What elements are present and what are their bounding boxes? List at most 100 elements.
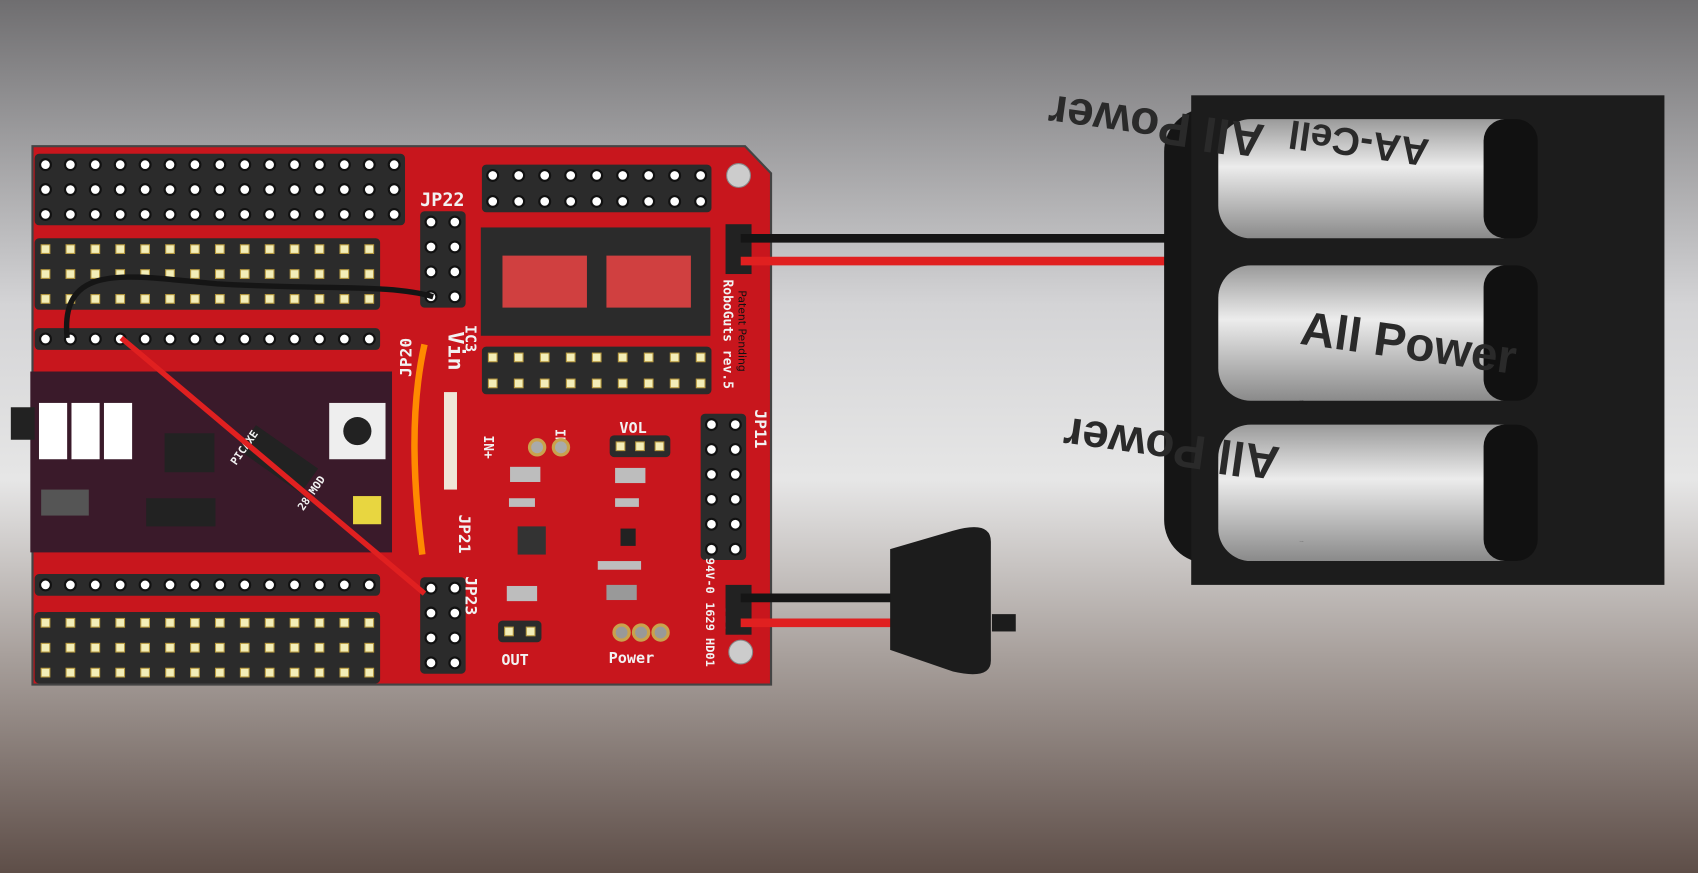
top-header-pin — [564, 194, 578, 208]
mid-header-pin — [539, 352, 550, 363]
left-header-c-pin — [38, 578, 52, 592]
top-left-header-pin — [387, 158, 401, 172]
jp23-pin — [448, 631, 462, 645]
jp11-pin — [728, 492, 742, 506]
left-header-a-pin — [40, 244, 51, 254]
mid-header-pin — [487, 352, 498, 363]
left-header-a-pin — [339, 294, 350, 304]
jp11-pin — [704, 467, 718, 481]
top-left-header-pin — [163, 207, 177, 221]
left-header-b-pin — [263, 332, 277, 346]
left-header-d-pin — [239, 642, 250, 653]
left-header-d-pin — [214, 617, 225, 628]
left-header-d-pin — [65, 617, 76, 628]
jp22-pin — [424, 265, 438, 279]
top-left-header-pin — [163, 158, 177, 172]
jp11-pin — [728, 418, 742, 432]
out-header-pin — [504, 626, 514, 637]
left-header-b-pin — [188, 332, 202, 346]
left-header-a-pin — [314, 294, 325, 304]
top-header-pin — [642, 194, 656, 208]
left-header-a-pin — [140, 244, 150, 254]
left-header-a-pin — [264, 244, 275, 254]
power-switch[interactable] — [890, 527, 1016, 675]
jumper-wire-red — [119, 335, 427, 596]
top-header-pin — [668, 194, 682, 208]
left-header-a-pin — [190, 294, 200, 304]
label-power: Power — [609, 649, 655, 667]
top-left-header-pin — [138, 207, 152, 221]
left-header-c-pin — [337, 578, 351, 592]
left-header-d-body — [34, 611, 381, 684]
top-left-header-pin — [337, 158, 351, 172]
left-header-d-pin — [364, 617, 375, 628]
battery-cell-3 — [1218, 424, 1533, 562]
jp22-pin — [448, 290, 462, 304]
top-left-header-pin — [188, 158, 202, 172]
left-header-c-pin — [88, 578, 102, 592]
top-left-header-pin — [288, 158, 302, 172]
jp22-body — [420, 211, 466, 308]
left-header-a-pin — [90, 269, 101, 279]
cell-3-type: AA-Cell — [1299, 540, 1304, 543]
out-header-body — [498, 620, 542, 643]
top-left-header-pin — [288, 207, 302, 221]
top-left-header-pin — [263, 183, 277, 197]
battery-connector — [725, 224, 752, 275]
left-header-a-pin — [339, 269, 350, 279]
left-header-a-pin — [339, 244, 350, 254]
top-left-header-pin — [312, 158, 326, 172]
battery-cell-cap — [1483, 265, 1538, 401]
top-left-header-pin — [263, 158, 277, 172]
left-header-a-pin — [314, 244, 325, 254]
top-left-header-pin — [88, 207, 102, 221]
jp23-pin — [424, 581, 438, 595]
top-left-header-pin — [387, 183, 401, 197]
mid-header-pin — [487, 378, 498, 389]
jp11-pin — [728, 517, 742, 531]
top-header-pin — [512, 194, 526, 208]
jp23-pin — [424, 631, 438, 645]
left-header-d-pin — [115, 617, 126, 628]
left-header-d-pin — [214, 642, 225, 653]
out-header-pin — [525, 626, 536, 637]
mid-header-pin — [565, 378, 576, 389]
left-header-d-pin — [190, 617, 200, 628]
top-left-header-pin — [337, 183, 351, 197]
jp22-pin — [448, 265, 462, 279]
left-header-b-pin — [362, 332, 376, 346]
label-rating: 94V-0 — [703, 558, 717, 594]
jp11-pin — [704, 517, 718, 531]
left-header-d-pin — [339, 667, 350, 678]
jp22-pin — [448, 215, 462, 229]
left-header-a-pin — [239, 269, 250, 279]
jp23-pin — [448, 606, 462, 620]
left-header-a-body — [34, 238, 381, 310]
left-header-d-pin — [90, 642, 101, 653]
left-header-a-pin — [364, 244, 375, 254]
left-header-d-pin — [115, 667, 126, 678]
left-header-b-pin — [163, 332, 177, 346]
left-header-d-pin — [190, 667, 200, 678]
left-header-d-pin — [264, 617, 275, 628]
top-left-header-pin — [238, 158, 252, 172]
mid-header-pin — [643, 378, 654, 389]
jp11-body — [700, 413, 747, 560]
left-header-c-pin — [288, 578, 302, 592]
left-header-d-pin — [289, 667, 300, 678]
mid-header-pin — [513, 352, 524, 363]
top-header-pin — [642, 168, 656, 182]
top-left-header-pin — [312, 207, 326, 221]
left-header-a-pin — [214, 244, 225, 254]
battery-holder — [1164, 95, 1665, 585]
label-vol: VOL — [619, 419, 646, 437]
left-header-a-pin — [289, 269, 300, 279]
left-header-d-pin — [90, 667, 101, 678]
top-header-pin — [694, 168, 708, 182]
left-header-a-pin — [289, 294, 300, 304]
mid-header-pin — [513, 378, 524, 389]
jp11-pin — [728, 467, 742, 481]
left-header-d-pin — [289, 617, 300, 628]
left-header-a-pin — [264, 269, 275, 279]
mid-header-pin — [591, 352, 602, 363]
